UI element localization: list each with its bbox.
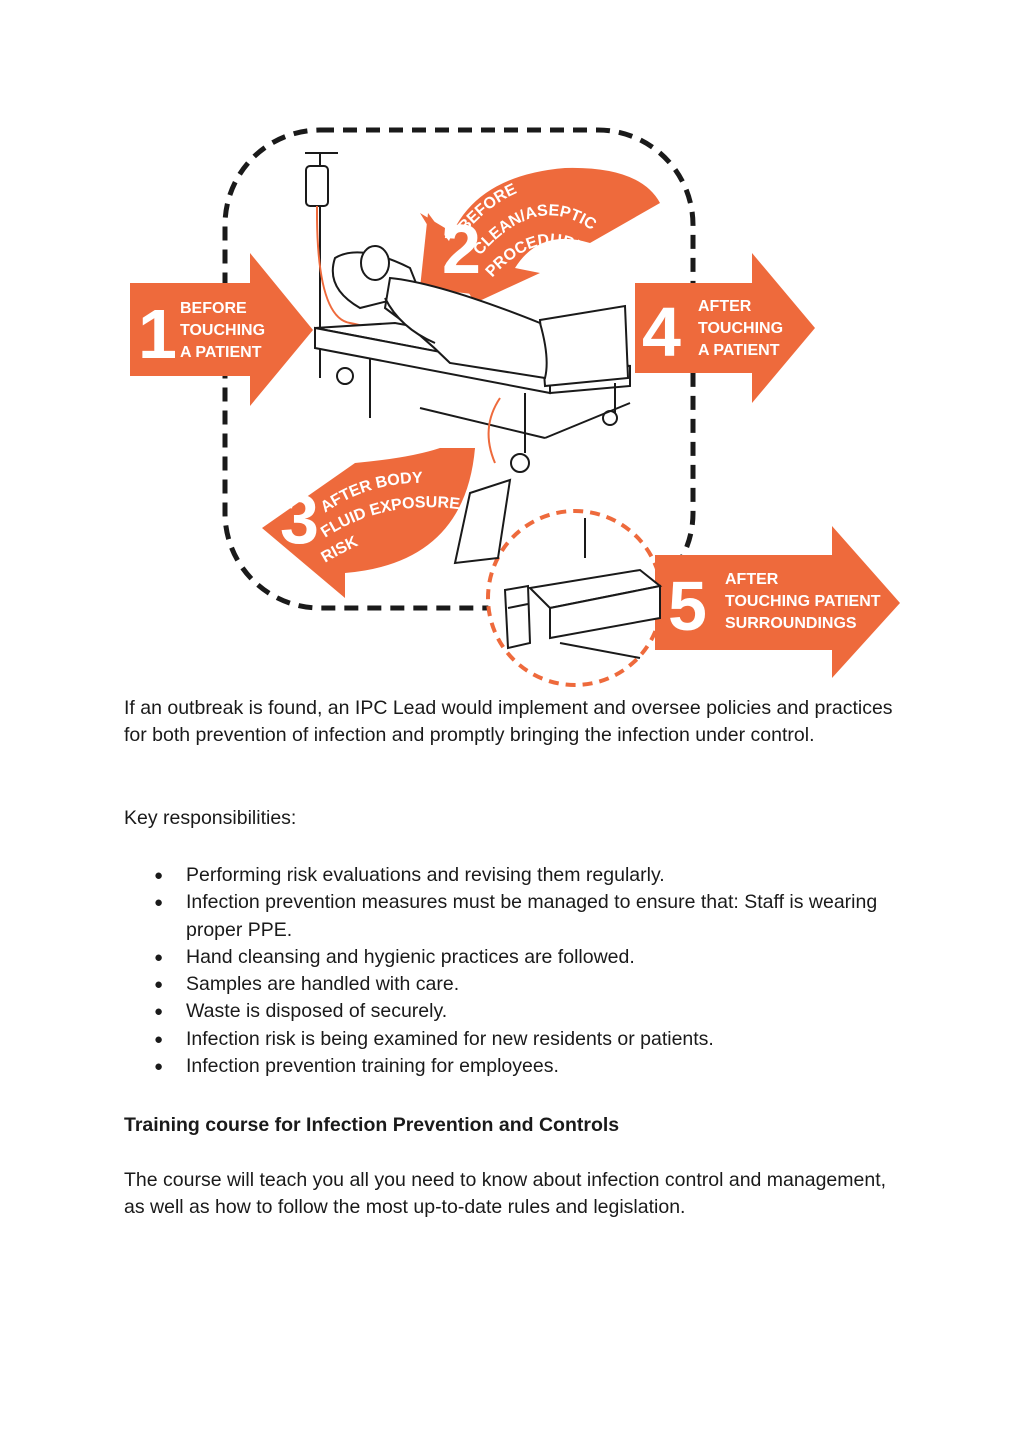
moment-5-arrow: 5 AFTER TOUCHING PATIENT SURROUNDINGS	[655, 526, 900, 678]
patient-icon	[331, 245, 548, 380]
urine-bag-icon	[453, 397, 512, 565]
list-item: Infection risk is being examined for new…	[124, 1026, 894, 1054]
moment-3-arrow: 3 AFTER BODY FLUID EXPOSURE RISK	[262, 448, 475, 598]
moment-1-number: 1	[138, 295, 177, 373]
intro-paragraph: If an outbreak is found, an IPC Lead wou…	[124, 697, 893, 747]
moment-1-line-3: A PATIENT	[180, 344, 262, 361]
bedside-cabinet-icon	[503, 518, 663, 659]
moment-1-line-1: BEFORE	[180, 300, 247, 317]
list-item: Hand cleansing and hygienic practices ar…	[124, 944, 894, 972]
moment-4-arrow: 4 AFTER TOUCHING A PATIENT	[635, 253, 815, 403]
moment-4-line-3: A PATIENT	[698, 342, 780, 359]
list-item: Waste is disposed of securely.	[124, 998, 894, 1026]
responsibilities-list: Performing risk evaluations and revising…	[124, 862, 894, 1081]
moment-3-number: 3	[280, 480, 319, 558]
moment-1-line-2: TOUCHING	[180, 322, 265, 339]
list-item: Samples are handled with care.	[124, 971, 894, 999]
moment-4-line-2: TOUCHING	[698, 320, 783, 337]
course-paragraph: The course will teach you all you need t…	[124, 1169, 887, 1219]
moment-2-number: 2	[442, 210, 481, 288]
list-item: Infection prevention measures must be ma…	[124, 889, 894, 944]
moment-5-line-1: AFTER	[725, 571, 779, 588]
section-heading: Training course for Infection Prevention…	[124, 1114, 620, 1136]
moment-1-arrow: 1 BEFORE TOUCHING A PATIENT	[130, 253, 313, 406]
moment-2-arrow: 2 BEFORE CLEAN/ASEPTIC PROCEDURE	[420, 167, 660, 303]
moment-5-number: 5	[668, 567, 707, 645]
moment-4-line-1: AFTER	[698, 298, 752, 315]
key-responsibilities-label: Key responsibilities:	[124, 807, 297, 829]
list-item: Performing risk evaluations and revising…	[124, 862, 894, 890]
list-item: Infection prevention training for employ…	[124, 1053, 894, 1081]
moment-5-line-2: TOUCHING PATIENT	[725, 593, 881, 610]
moment-5-line-3: SURROUNDINGS	[725, 615, 857, 632]
five-moments-hand-hygiene-figure: 1 BEFORE TOUCHING A PATIENT 2 BEFORE CLE…	[120, 118, 910, 693]
moment-4-number: 4	[642, 293, 681, 371]
